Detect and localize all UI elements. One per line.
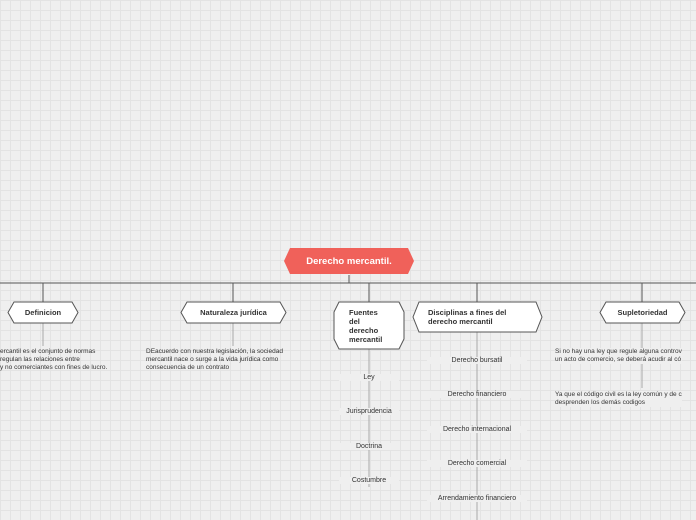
topic-line: derecho [349, 326, 379, 335]
topic-node-shape [333, 301, 405, 350]
topic-disciplinas[interactable]: Disciplinas a fines del derecho mercanti… [428, 308, 506, 326]
topic-supletoriedad[interactable]: Supletoriedad [617, 308, 668, 317]
naturaleza-text[interactable]: DEacuerdo con nuestra legislación, la so… [146, 348, 283, 372]
subtopic-arrendamiento-financiero[interactable]: Arrendamiento financiero [427, 495, 527, 502]
text-line: y no comerciantes con fines de lucro. [0, 364, 108, 371]
root-node-shape [284, 248, 414, 274]
text-line: un acto de comercio, se deberá acudir al… [555, 356, 682, 363]
topic-node-shape [412, 301, 543, 333]
subtopic-ley[interactable]: Ley [339, 374, 399, 381]
topic-line: Disciplinas a fines del [428, 308, 507, 317]
subtopic-jurisprudencia[interactable]: Jurisprudencia [339, 408, 399, 415]
central-topic[interactable]: Derecho mercantil. [306, 256, 392, 267]
text-line: regulan las relaciones entre [0, 356, 80, 363]
text-line: desprenden los demás codigos [555, 399, 645, 406]
topic-line: del [349, 317, 360, 326]
topic-line: Fuentes [349, 308, 378, 317]
subtopic-derecho-bursatil[interactable]: Derecho bursatil [427, 357, 527, 364]
text-line: mercantil nace o surge a la vida jurídic… [146, 356, 279, 363]
text-line: Si no hay una ley que regule alguna cont… [555, 348, 682, 355]
definicion-text[interactable]: ercantil es el conjunto de normas regula… [0, 348, 107, 372]
text-line: consecuencia de un contrato [146, 364, 230, 371]
subtopic-derecho-financiero[interactable]: Derecho financiero [427, 391, 527, 398]
topic-definicion[interactable]: Definicion [24, 308, 62, 317]
text-line: ercantil es el conjunto de normas [0, 348, 96, 355]
supletoriedad-text-2[interactable]: Ya que el código civil es la ley común y… [555, 391, 682, 407]
text-line: DEacuerdo con nuestra legislación, la so… [146, 348, 283, 355]
topic-node-shape [599, 301, 686, 324]
text-line: Ya que el código civil es la ley común y… [555, 391, 682, 398]
topic-line: mercantil [349, 335, 383, 344]
subtopic-costumbre[interactable]: Costumbre [339, 477, 399, 484]
topic-line: derecho mercantil [428, 317, 493, 326]
topic-node-shape [7, 301, 79, 324]
topic-naturaleza-juridica[interactable]: Naturaleza jurídica [200, 308, 267, 317]
supletoriedad-text-1[interactable]: Si no hay una ley que regule alguna cont… [555, 348, 682, 364]
subtopic-derecho-comercial[interactable]: Derecho comercial [427, 460, 527, 467]
subtopic-doctrina[interactable]: Doctrina [339, 443, 399, 450]
subtopic-derecho-internacional[interactable]: Derecho internacional [427, 426, 527, 433]
topic-fuentes[interactable]: Fuentes del derecho mercantil [349, 308, 382, 344]
topic-node-shape [180, 301, 287, 324]
